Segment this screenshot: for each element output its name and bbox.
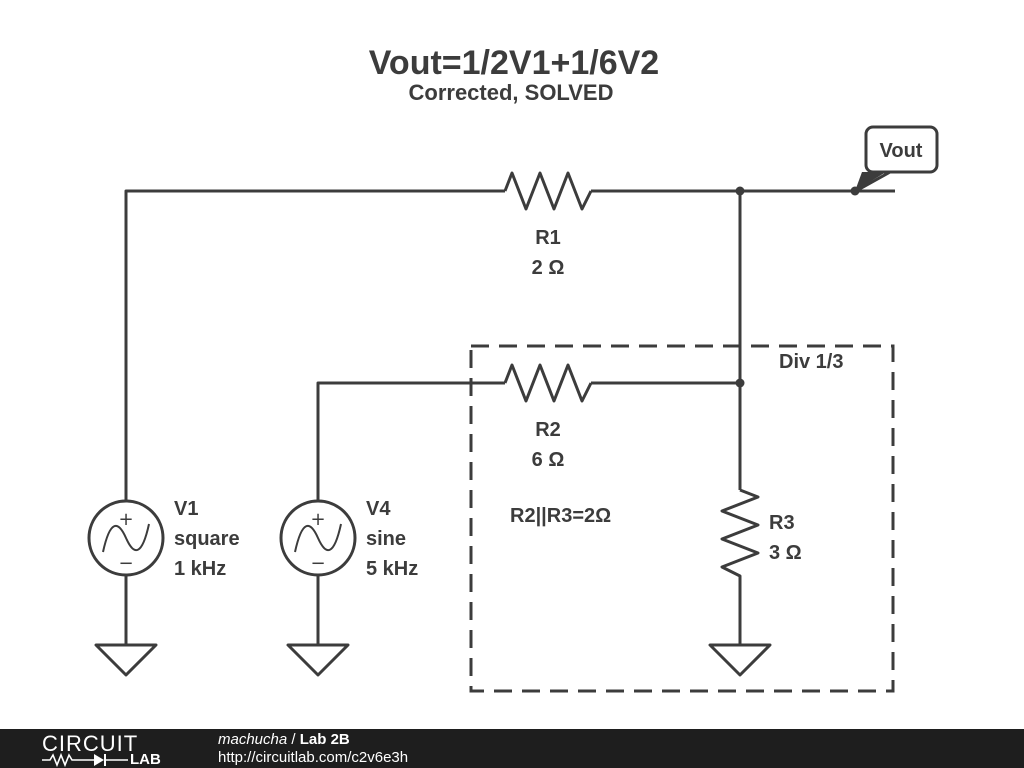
- v1-wave: square: [174, 528, 240, 550]
- resistor-r1[interactable]: [503, 171, 593, 211]
- divider-box[interactable]: [469, 344, 895, 693]
- wire-middle: [316, 381, 740, 500]
- r1-value: 2 Ω: [532, 257, 565, 279]
- v1-plus: +: [118, 509, 133, 530]
- vout-label: Vout: [880, 140, 923, 162]
- source-v4[interactable]: + −: [279, 499, 357, 577]
- v4-frequency: 5 kHz: [366, 558, 418, 580]
- circuitlab-logo[interactable]: CIRCUIT LAB: [42, 731, 192, 768]
- logo-text-lab: LAB: [130, 751, 161, 768]
- node-top-junction: [735, 186, 745, 196]
- credit-separator: /: [287, 731, 300, 748]
- r3-value: 3 Ω: [769, 542, 802, 564]
- circuit-schematic: Vout=1/2V1+1/6V2 Corrected, SOLVED R1 2 …: [87, 44, 939, 693]
- r2-name: R2: [535, 419, 561, 441]
- r3-name: R3: [769, 512, 795, 534]
- source-v1[interactable]: + −: [87, 499, 165, 577]
- schematic-title: Vout=1/2V1+1/6V2: [369, 44, 659, 82]
- v4-wave: sine: [366, 528, 406, 550]
- v4-minus: −: [310, 553, 325, 574]
- r1-name: R1: [535, 227, 561, 249]
- logo-text-circuit: CIRCUIT: [42, 731, 139, 756]
- resistor-r2[interactable]: [503, 363, 593, 403]
- ground-symbol-r3[interactable]: [708, 643, 772, 677]
- divider-box-label: Div 1/3: [779, 351, 843, 373]
- v1-frequency: 1 kHz: [174, 558, 226, 580]
- ground-symbol-v4[interactable]: [286, 643, 350, 677]
- v1-name: V1: [174, 498, 198, 520]
- schematic-subtitle: Corrected, SOLVED: [409, 80, 614, 105]
- v1-minus: −: [118, 553, 133, 574]
- net-label-vout[interactable]: Vout: [853, 125, 939, 193]
- footer-credit: machucha / Lab 2B: [218, 731, 350, 748]
- node-vout: [850, 186, 860, 196]
- ground-symbol-v1[interactable]: [94, 643, 158, 677]
- v4-plus: +: [310, 509, 325, 530]
- parallel-note: R2||R3=2Ω: [510, 505, 611, 527]
- v4-name: V4: [366, 498, 391, 520]
- r2-value: 6 Ω: [532, 449, 565, 471]
- author-link[interactable]: machucha: [218, 731, 288, 748]
- node-middle-junction: [735, 378, 745, 388]
- footer-bar: CIRCUIT LAB machucha / Lab 2B http://cir…: [0, 729, 1024, 768]
- diode-logo-icon: [42, 753, 128, 767]
- circuit-url-link[interactable]: http://circuitlab.com/c2v6e3h: [218, 749, 409, 766]
- project-name[interactable]: Lab 2B: [299, 731, 350, 748]
- resistor-r3[interactable]: [720, 488, 760, 645]
